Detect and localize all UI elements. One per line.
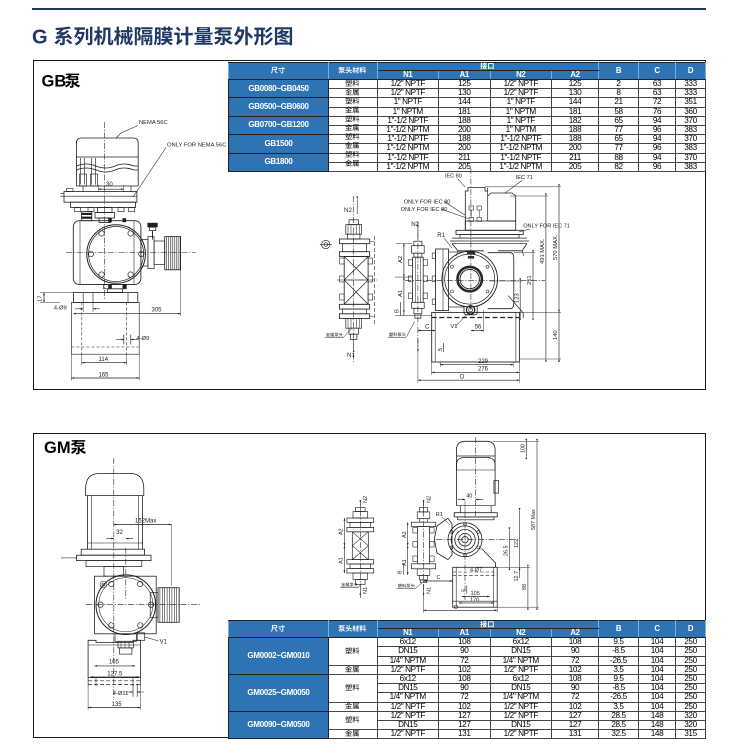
svg-text:G: G [32,27,48,49]
